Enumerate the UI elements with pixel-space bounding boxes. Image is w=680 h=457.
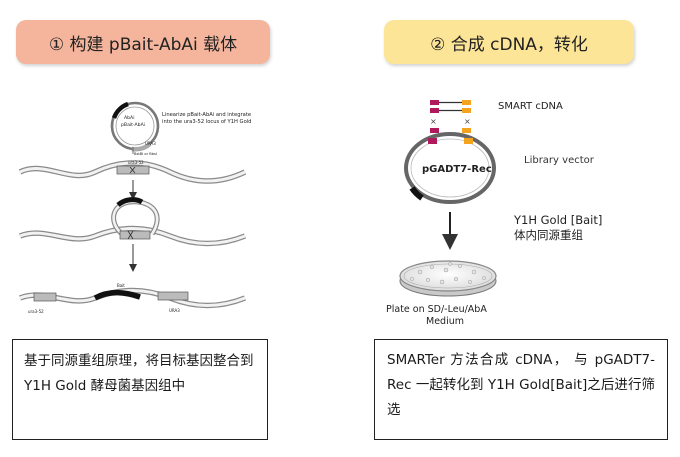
step1-header: ① 构建 pBait-AbAi 载体 [16, 20, 270, 64]
genome-strand-1: ura3-52 [18, 160, 247, 184]
step2-description-box: SMARTer 方法合成 cDNA， 与 pGADT7-Rec 一起转化到 Y1… [374, 339, 668, 440]
linearize-annotation-1: Linearize pBait-AbAi and integrate [162, 112, 251, 118]
left-diagram: AbAi pBait-AbAi URA3 Linearize pBait-AbA… [18, 101, 251, 314]
y1h-gold-bait-label: Y1H Gold [Bait] [513, 213, 602, 227]
smart-cdna-inserts: × × [430, 100, 471, 133]
step1-description: 基于同源重组原理，将目标基因整合到 Y1H Gold 酵母菌基因组中 [24, 353, 254, 394]
linearize-annotation-2: into the ura3-52 locus of Y1H Gold [162, 119, 251, 125]
cross-mark-left: × [430, 117, 437, 126]
step1-description-box: 基于同源重组原理，将目标基因整合到 Y1H Gold 酵母菌基因组中 [12, 339, 268, 440]
homologous-recombination-label: 体内同源重组 [514, 228, 583, 242]
pbait-abai-plasmid: AbAi pBait-AbAi URA3 [110, 101, 160, 154]
plate-label-1: Plate on SD/-Leu/AbA [386, 304, 487, 315]
ura3-label-final: URA3 [169, 308, 180, 313]
smart-cdna-label: SMART cDNA [498, 101, 563, 112]
genome-strand-3: Bait ura3-52 URA3 [18, 283, 247, 314]
petri-plate [399, 260, 497, 297]
right-diagram: × × SMART cDNA pGADT7-Rec Library vector… [386, 100, 602, 327]
bstbi-label: BstBI or BbsI [134, 152, 157, 156]
plasmid-label-ura3: URA3 [145, 141, 156, 146]
cross-mark-right: × [464, 117, 471, 126]
library-vector-label: Library vector [524, 155, 595, 166]
bait-label: Bait [117, 283, 125, 288]
plasmid-label-abai: AbAi [124, 115, 134, 121]
step2-header-text: ② 合成 cDNA，转化 [430, 34, 588, 55]
step2-header: ② 合成 cDNA，转化 [384, 20, 634, 64]
plasmid-label-name: pBait-AbAi [121, 122, 145, 128]
genome-strand-2 [18, 197, 247, 247]
step1-header-text: ① 构建 pBait-AbAi 载体 [48, 34, 238, 55]
pgadt7-rec-plasmid: pGADT7-Rec [404, 132, 496, 204]
ura3-52-label-1: ura3-52 [128, 160, 144, 165]
plate-label-2: Medium [426, 316, 464, 327]
step2-description: SMARTer 方法合成 cDNA， 与 pGADT7-Rec 一起转化到 Y1… [387, 352, 655, 418]
ura3-52-label-final: ura3-52 [28, 309, 44, 314]
pgadt7-rec-label: pGADT7-Rec [422, 164, 492, 175]
